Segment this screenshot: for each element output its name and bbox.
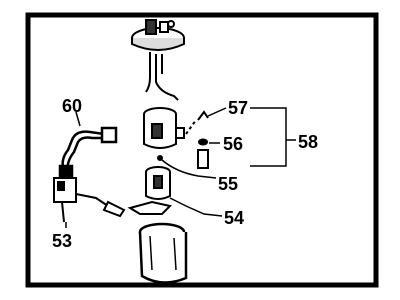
callout-55: 55 (218, 174, 238, 194)
bracket-part (197, 110, 209, 169)
pump-filter-part (143, 107, 197, 161)
sender-flange-part (131, 19, 185, 101)
reservoir-part (138, 222, 188, 284)
callout-60: 60 (62, 96, 82, 116)
pump-motor-part (127, 166, 172, 215)
diagram-border (25, 12, 379, 288)
callout-56: 56 (223, 134, 243, 154)
callout-53: 53 (52, 231, 72, 251)
callout-54: 54 (224, 208, 244, 228)
leader-lines (65, 107, 296, 228)
connector-part (53, 177, 126, 223)
callout-58: 58 (298, 132, 318, 152)
callout-57: 57 (228, 98, 248, 118)
wire-harness-part (58, 126, 118, 178)
